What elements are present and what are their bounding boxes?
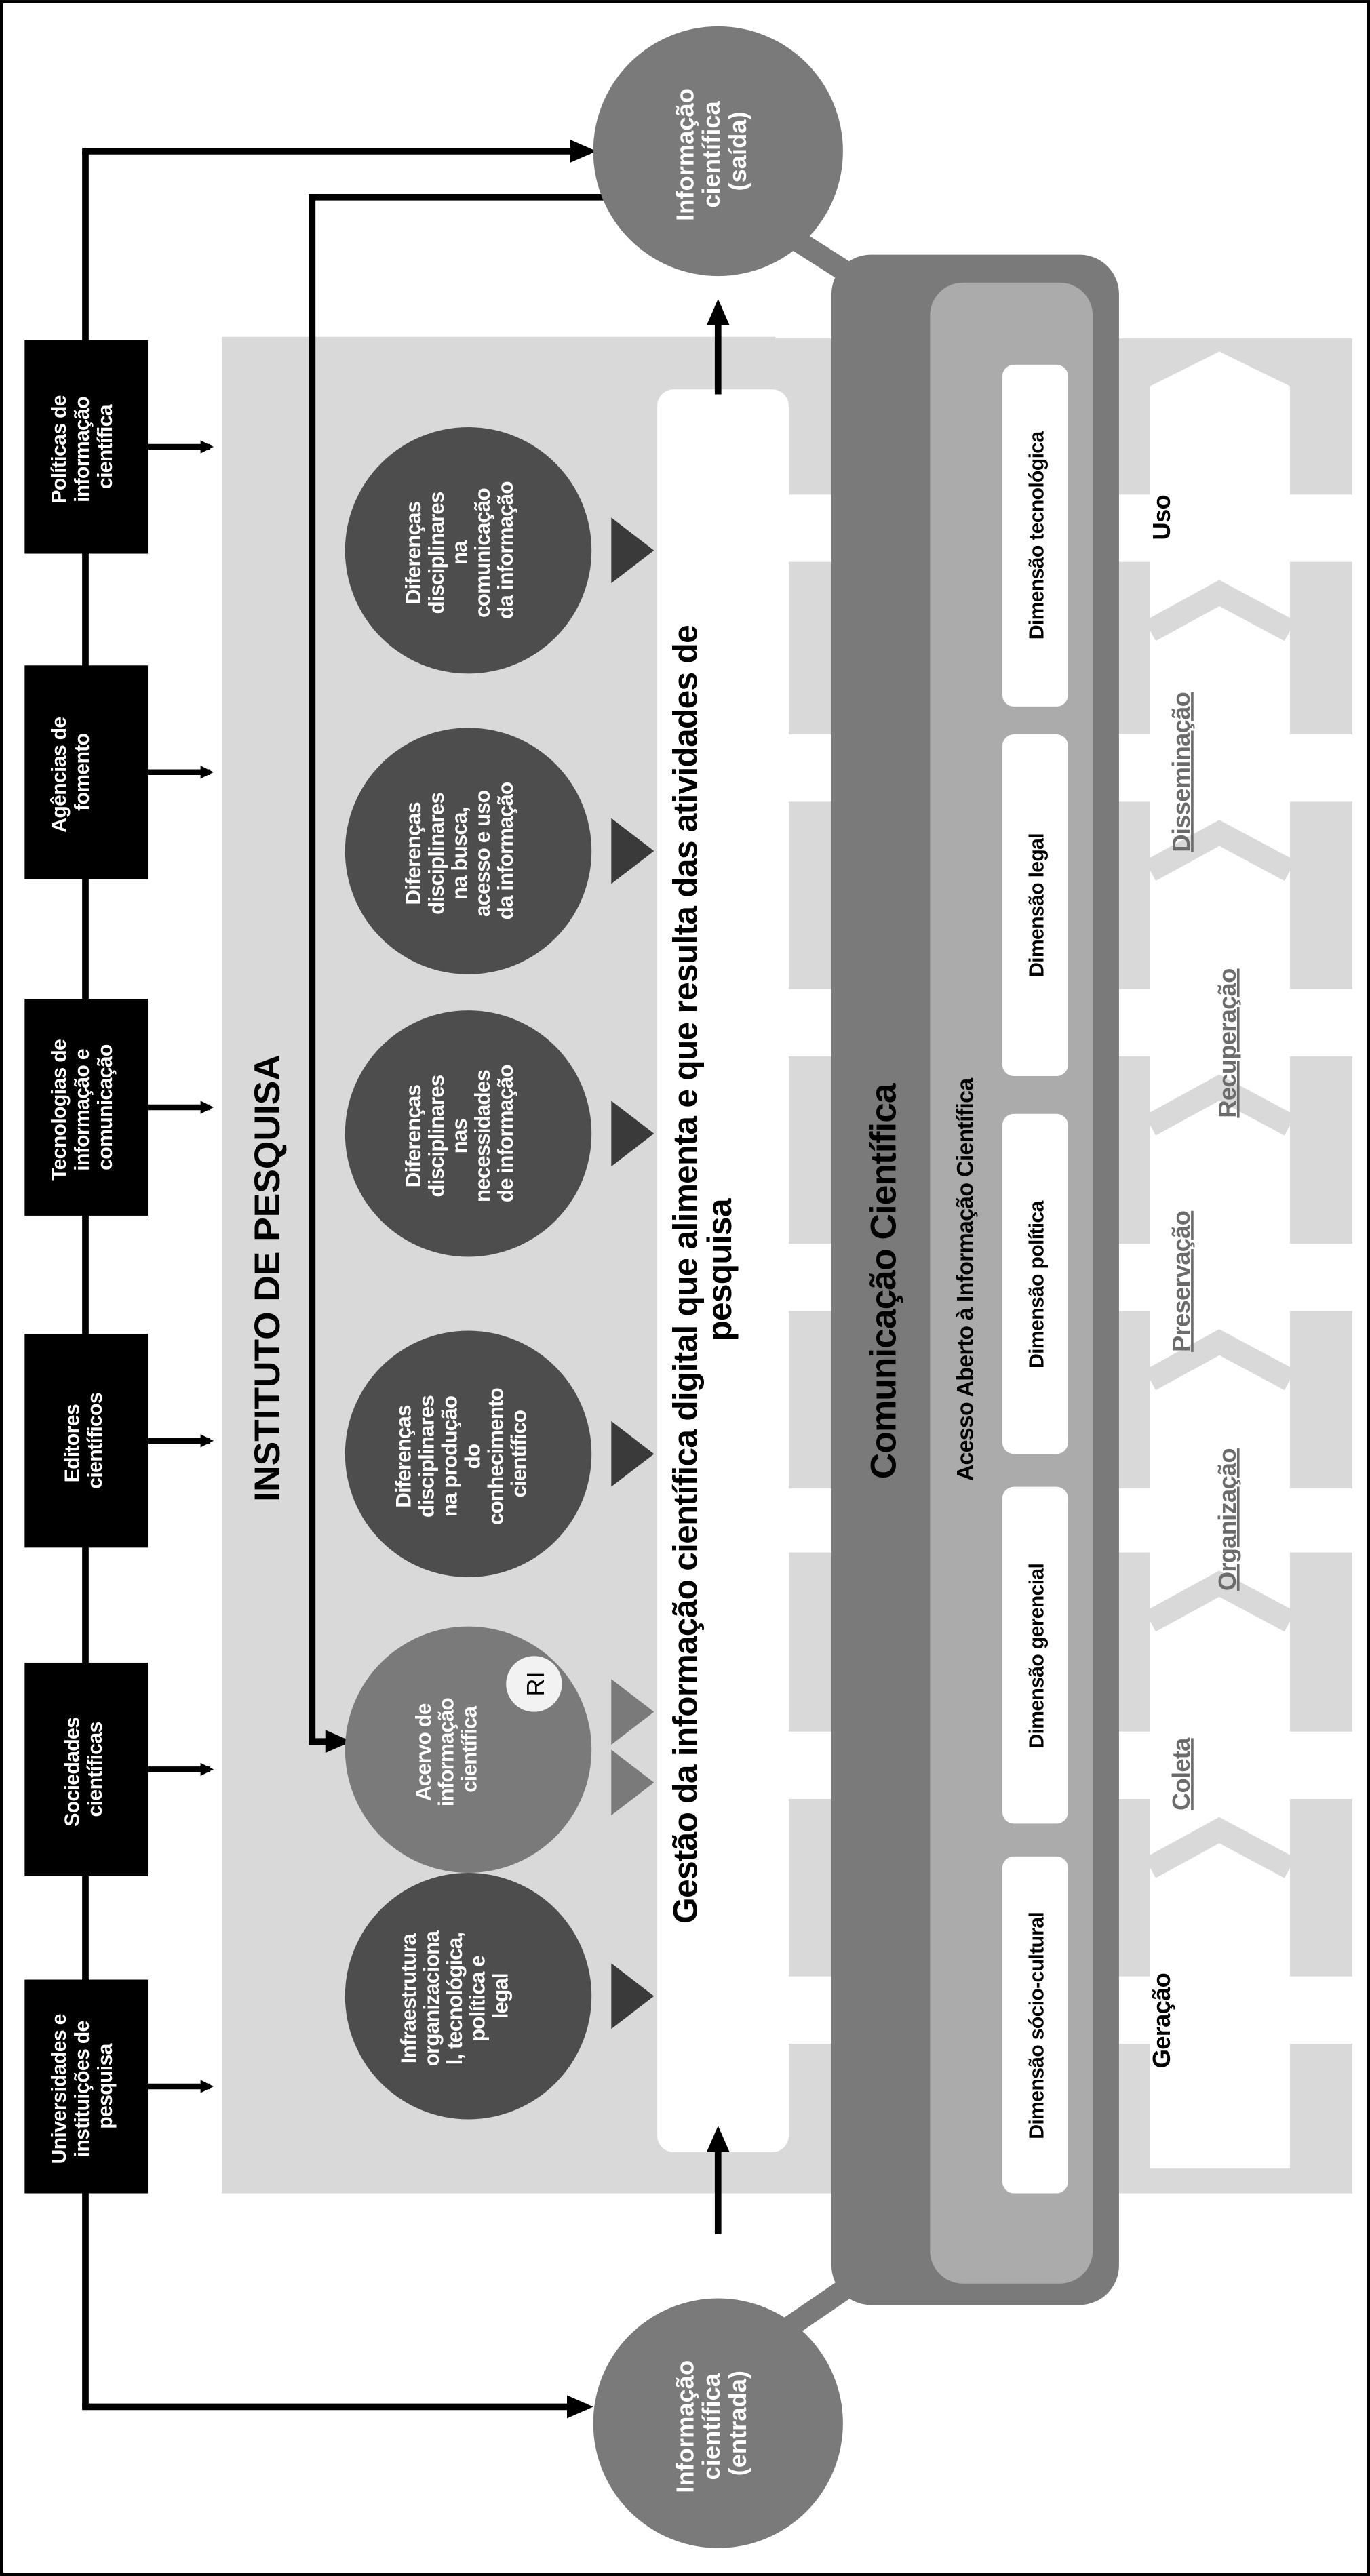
communication-title: Comunicação Científica xyxy=(863,1083,903,1479)
svg-text:Diferenças disciplinar: Diferenças disciplinares nas necessidade… xyxy=(401,1065,517,1202)
institute-circles: Infraestrutura organizaciona l, tecnológ… xyxy=(345,427,654,2120)
chevron-icon xyxy=(1144,1329,1295,1391)
management-box xyxy=(657,389,789,2152)
ri-label: RI xyxy=(522,1671,549,1696)
org-societies: Sociedades científicas xyxy=(24,1662,214,1876)
svg-text:Diferenças disciplinar: Diferenças disciplinares na produção do … xyxy=(391,1383,531,1525)
triangle-down-icon xyxy=(611,1679,654,1745)
svg-text:Editores científicos: Editores científicos xyxy=(61,1393,106,1489)
management-text: Gestão da informação científica digital … xyxy=(666,616,739,1924)
svg-text:Agências de fomento: Agências de fomento xyxy=(48,712,94,833)
triangle-down-icon xyxy=(611,1421,654,1487)
stage-label: Geração xyxy=(1148,1973,1175,2068)
chevron-icon xyxy=(1144,820,1295,881)
dimension-box xyxy=(1002,1113,1068,1454)
organizations: Universidades e instituições de pesquisa… xyxy=(24,340,214,2194)
chevron-icon xyxy=(1144,1074,1295,1136)
circle-collection: Acervo de informação científica RI xyxy=(345,1626,654,1874)
dimension-label: Dimensão tecnológica xyxy=(1025,431,1048,640)
circle-production: Diferenças disciplinares na produção do … xyxy=(345,1330,654,1577)
institute-title: INSTITUTO DE PESQUISA xyxy=(248,1054,288,1501)
dimension-box xyxy=(1002,364,1068,707)
open-access-subtitle: Acesso Aberto à Informação Científica xyxy=(952,1077,978,1482)
triangle-down-icon xyxy=(611,517,654,584)
svg-text:Diferenças disciplinar: Diferenças disciplinares na comunicação … xyxy=(401,481,517,619)
triangle-down-icon xyxy=(611,818,654,884)
stage-label: Disseminação xyxy=(1167,692,1195,852)
stage-label: Coleta xyxy=(1167,1737,1195,1810)
circle-needs: Diferenças disciplinares nas necessidade… xyxy=(345,1010,654,1257)
svg-text:Universidades e instit: Universidades e instituições de pesquisa xyxy=(48,2009,117,2164)
svg-text:Informação científica: Informação científica (saída) xyxy=(671,81,751,221)
dimension-box xyxy=(1002,1486,1068,1824)
chevron-icon xyxy=(1144,580,1295,641)
stage-label: Organização xyxy=(1213,1448,1241,1591)
ri-badge xyxy=(506,1656,562,1712)
svg-text:Tecnologias de informa: Tecnologias de informação e comunicação xyxy=(48,1034,117,1181)
feedback-line xyxy=(309,193,612,1742)
svg-text:Infraestrutura organiz: Infraestrutura organizaciona l, tecnológ… xyxy=(396,1926,513,2066)
dimensions: Dimensão sócio-cultural Dimensão gerenci… xyxy=(1002,364,1068,2194)
org-publishers: Editores científicos xyxy=(24,1334,214,1548)
dimension-label: Dimensão legal xyxy=(1025,833,1048,977)
chevron-icon xyxy=(1144,1570,1295,1632)
lifecycle-arrow-strip xyxy=(1150,351,1290,2169)
output-circle: Informação científica (saída) xyxy=(593,26,843,277)
org-ict: Tecnologias de informação e comunicação xyxy=(24,999,214,1216)
org-universities: Universidades e instituições de pesquisa xyxy=(24,1979,214,2194)
dimension-label: Dimensão política xyxy=(1025,1200,1048,1368)
svg-text:Diferenças disciplinar: Diferenças disciplinares na busca, acess… xyxy=(401,782,517,920)
lifecycle-stages: Geração Coleta Organização Preservação R… xyxy=(1148,495,1241,2068)
triangle-down-icon xyxy=(611,1101,654,1167)
org-funding-agencies: Agências de fomento xyxy=(24,665,214,879)
stage-label: Preservação xyxy=(1167,1211,1195,1352)
dimension-label: Dimensão gerencial xyxy=(1025,1564,1048,1749)
dimension-label: Dimensão sócio-cultural xyxy=(1025,1912,1048,2139)
svg-text:Sociedades científicas: Sociedades científicas xyxy=(61,1712,106,1827)
dimension-box xyxy=(1002,734,1068,1076)
lifecycle-chevrons xyxy=(1144,580,1295,1878)
stage-label: Uso xyxy=(1148,495,1175,540)
circle-infrastructure: Infraestrutura organizaciona l, tecnológ… xyxy=(345,1873,654,2120)
chevron-icon xyxy=(1144,1817,1295,1878)
input-circle: Informação científica (entrada) xyxy=(593,2298,843,2548)
dimension-box xyxy=(1002,1856,1068,2194)
svg-text:Acervo de informação: Acervo de informação científica xyxy=(411,1692,482,1806)
svg-text:Políticas de informaçã: Políticas de informação científica xyxy=(48,390,117,503)
svg-text:Informação científica: Informação científica (entrada) xyxy=(671,2354,751,2493)
circle-communication: Diferenças disciplinares na comunicação … xyxy=(345,427,654,674)
triangle-down-icon xyxy=(611,1963,654,2029)
org-policies: Políticas de informação científica xyxy=(24,340,214,554)
circle-search-access-use: Diferenças disciplinares na busca, acess… xyxy=(345,728,654,974)
triangle-down-icon xyxy=(611,1749,654,1816)
stage-label: Recuperação xyxy=(1213,968,1241,1117)
